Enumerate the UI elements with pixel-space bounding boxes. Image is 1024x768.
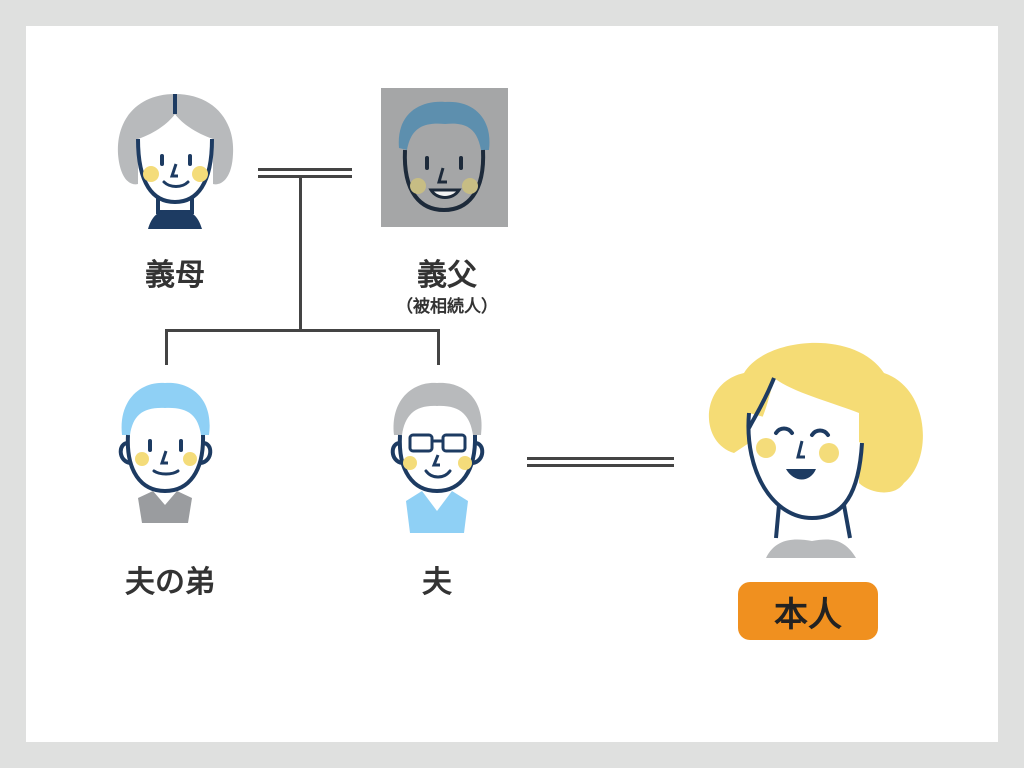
elderly-woman-avatar-icon bbox=[117, 94, 234, 229]
man-with-glasses-avatar-icon bbox=[390, 382, 485, 533]
husband-label: 夫 bbox=[422, 565, 452, 600]
man-avatar-icon bbox=[118, 382, 213, 523]
marriage-line-couple-bottom bbox=[527, 464, 674, 467]
siblings-line-horizontal bbox=[165, 329, 440, 332]
self-label: 本人 bbox=[774, 594, 842, 635]
branch-line-husband bbox=[437, 329, 440, 365]
marriage-line-in-laws-bottom bbox=[258, 175, 352, 178]
self-figure bbox=[694, 333, 934, 562]
husbands-brother-figure bbox=[108, 373, 223, 527]
mother-in-law-figure bbox=[108, 84, 243, 233]
self-label-badge: 本人 bbox=[738, 582, 878, 640]
descent-line-vertical bbox=[299, 175, 302, 332]
father-in-law-label: 義父 bbox=[417, 258, 477, 293]
elderly-man-avatar-icon bbox=[381, 88, 508, 227]
marriage-line-in-laws-top bbox=[258, 168, 352, 171]
husband-figure bbox=[380, 373, 495, 537]
mother-in-law-label: 義母 bbox=[145, 258, 205, 293]
husbands-brother-label: 夫の弟 bbox=[125, 565, 215, 600]
father-in-law-figure bbox=[381, 88, 508, 231]
woman-avatar-icon bbox=[708, 342, 923, 558]
marriage-line-couple-top bbox=[527, 457, 674, 460]
father-in-law-note: （被相続人） bbox=[396, 297, 498, 317]
branch-line-brother bbox=[165, 329, 168, 365]
